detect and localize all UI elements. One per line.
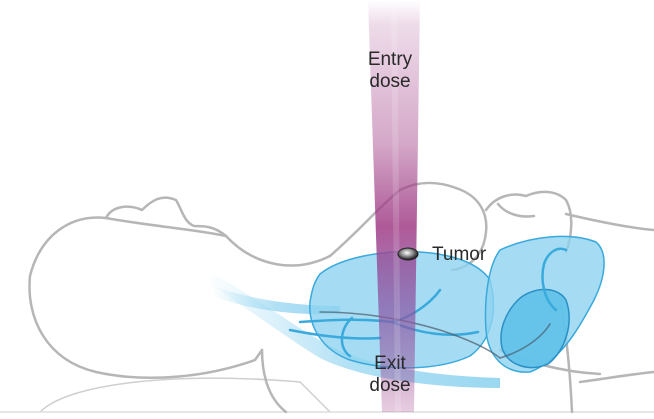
tumor-marker <box>398 248 418 260</box>
entry-dose-line2: dose <box>362 71 418 93</box>
entry-dose-label: Entry dose <box>362 49 418 93</box>
pillow-outline <box>40 378 330 412</box>
exit-dose-line1: Exit <box>362 353 418 375</box>
exit-dose-label: Exit dose <box>362 353 418 397</box>
entry-dose-line1: Entry <box>362 49 418 71</box>
tumor-label: Tumor <box>432 244 486 266</box>
exit-dose-line2: dose <box>362 375 418 397</box>
